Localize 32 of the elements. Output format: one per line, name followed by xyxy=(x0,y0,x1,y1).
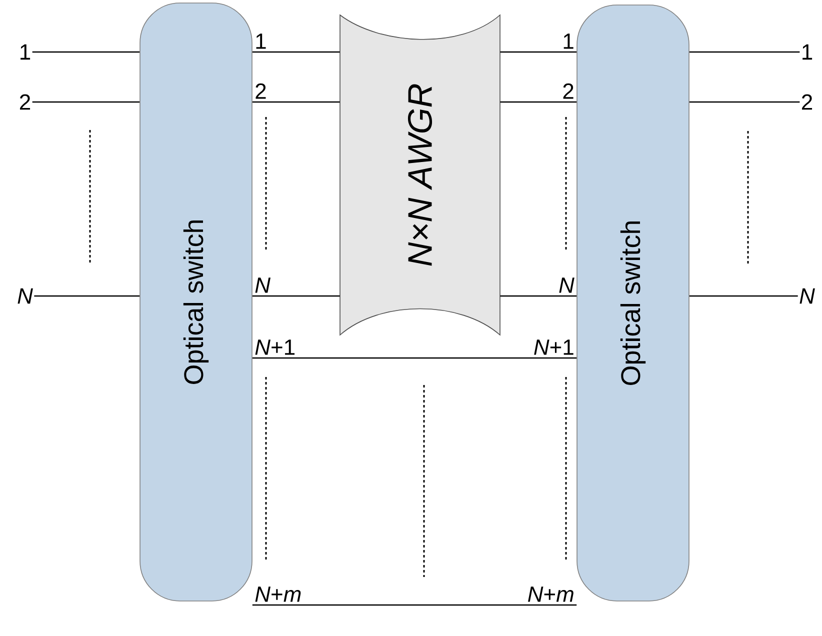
signal-line xyxy=(252,295,340,297)
port-label: N xyxy=(559,278,574,293)
optical-switch-box: Optical switch xyxy=(140,2,252,602)
signal-line xyxy=(689,101,800,103)
port-label: N+m xyxy=(255,586,301,602)
port-label: N+1 xyxy=(534,340,574,355)
signal-line xyxy=(500,51,577,53)
signal-line xyxy=(252,101,340,103)
signal-line xyxy=(252,604,577,606)
signal-line xyxy=(32,101,140,103)
optical-switch-box: Optical switch xyxy=(576,4,690,602)
port-label: N+m xyxy=(528,586,574,602)
signal-line xyxy=(34,295,140,297)
port-number: N xyxy=(800,288,815,304)
port-number: N xyxy=(18,288,33,304)
port-number: 2 xyxy=(802,94,812,110)
port-label: 2 xyxy=(256,83,266,99)
port-number: 1 xyxy=(802,44,812,60)
signal-line xyxy=(32,51,140,53)
port-label: 1 xyxy=(564,34,574,49)
signal-line xyxy=(689,295,798,297)
port-number: 1 xyxy=(20,44,30,60)
port-label: 1 xyxy=(256,34,266,49)
port-label: N+1 xyxy=(255,340,295,355)
port-label: 2 xyxy=(563,83,574,99)
port-label: N xyxy=(255,278,270,293)
signal-line xyxy=(689,51,800,53)
signal-line xyxy=(252,357,577,359)
port-number: 2 xyxy=(20,94,30,110)
signal-line xyxy=(500,295,577,297)
signal-line xyxy=(500,101,577,103)
signal-line xyxy=(252,51,340,53)
